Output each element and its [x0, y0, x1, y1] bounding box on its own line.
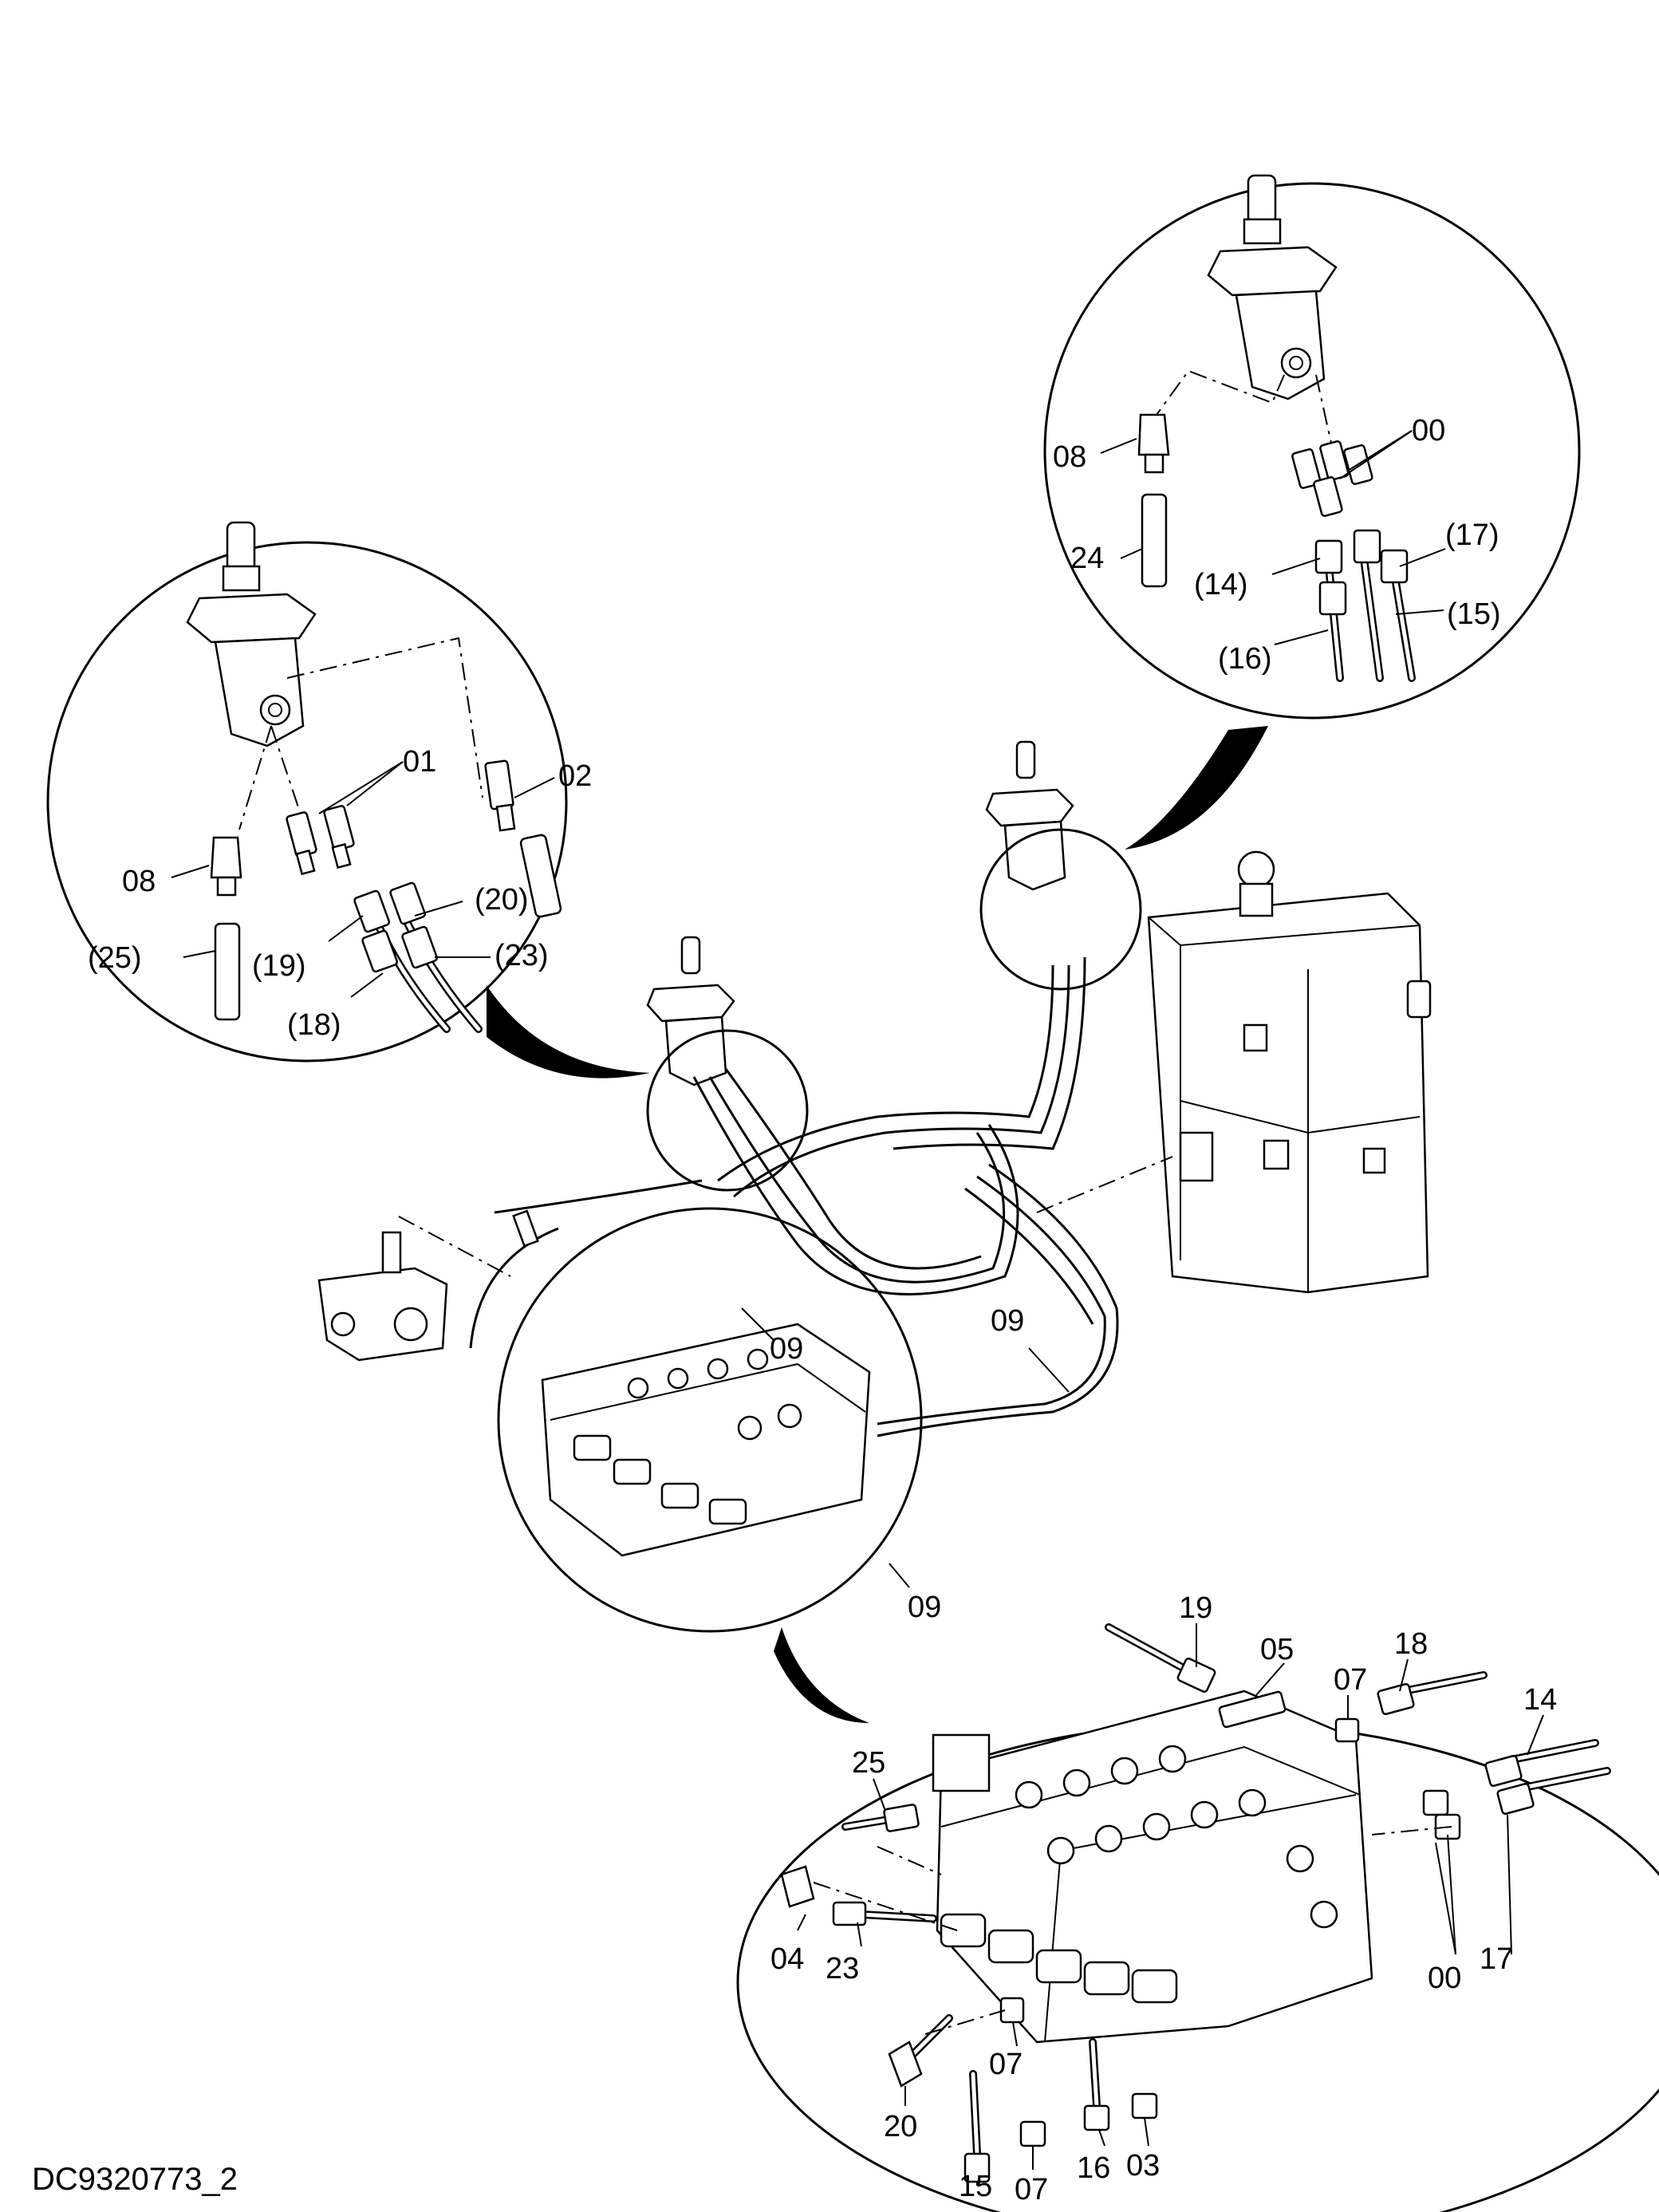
left-detail-circle: [46, 541, 568, 1063]
callout-label: 24: [1070, 542, 1104, 575]
callout-label: 08: [1053, 440, 1086, 474]
right-detail-callouts: 08 00 24 (17) (14) (15) (16): [1053, 414, 1501, 676]
left-detail-callouts: 01 02 08 (25) (19) (20) (23) (18): [88, 745, 592, 1042]
left-hoses: [353, 881, 483, 1033]
callout-label: 04: [770, 1942, 804, 1976]
callout-label: 09: [991, 1304, 1024, 1338]
callout-label: 16: [1077, 2151, 1110, 2185]
callout-label: 18: [1394, 1627, 1428, 1661]
main-right-zoom-circle: [979, 828, 1142, 991]
callout-label: 02: [558, 759, 592, 793]
callout-label: (23): [495, 939, 549, 972]
left-hose-25: [214, 922, 241, 1021]
main-left-zoom-circle: [646, 1029, 809, 1192]
callout-label: 08: [122, 865, 156, 898]
main-control-valve: [541, 1323, 871, 1557]
right-joystick-icon: [1207, 174, 1338, 400]
callout-label: 14: [1523, 1683, 1557, 1717]
right-joystick-detail: [1043, 174, 1581, 850]
callout-label: (14): [1194, 568, 1248, 601]
main-left-joystick: [646, 936, 735, 1086]
pilot-hose-bundle: [398, 956, 1173, 1437]
right-detail-pointer: [1125, 726, 1268, 850]
main-right-joystick: [985, 740, 1074, 891]
right-detail-circle: [1043, 182, 1581, 720]
callout-label: 00: [1428, 1962, 1461, 1995]
callout-label: 01: [403, 745, 436, 779]
hydraulic-tank: [1147, 850, 1432, 1294]
shuttle-valve-block: [317, 1209, 539, 1362]
callout-label: (18): [287, 1008, 341, 1042]
right-fittings-00: [1291, 440, 1373, 517]
callout-label: 17: [1480, 1942, 1513, 1976]
left-fittings-01: [286, 805, 355, 876]
callout-label: 23: [826, 1952, 859, 1985]
callout-label: (25): [88, 941, 142, 975]
right-fitting-08: [1137, 413, 1170, 456]
callout-label: 07: [1334, 1663, 1367, 1697]
callout-label: (15): [1447, 597, 1501, 631]
detail-leader-lines: [797, 1623, 1544, 2186]
callout-label: (16): [1218, 642, 1272, 676]
left-fitting-02: [484, 759, 562, 918]
callout-label: 03: [1126, 2149, 1160, 2182]
callout-label: 05: [1260, 1633, 1294, 1666]
callout-label: 07: [989, 2048, 1023, 2081]
callout-label: (17): [1445, 518, 1499, 552]
callout-label: 15: [959, 2170, 992, 2203]
callout-label: 19: [1179, 1591, 1212, 1625]
callout-label: (20): [475, 883, 529, 917]
right-hose-24: [1141, 493, 1168, 588]
detail-hoses: [780, 1623, 1611, 2183]
callout-label: 07: [1015, 2173, 1048, 2206]
callout-label: 09: [770, 1332, 803, 1366]
main-assembly: [317, 740, 1432, 1723]
document-id: DC9320773_2: [32, 2162, 238, 2197]
detail-control-valve: [932, 1690, 1373, 2044]
right-hoses: [1314, 529, 1416, 682]
callout-label: 25: [852, 1746, 885, 1780]
left-joystick-detail: [46, 521, 650, 1078]
left-joystick-icon: [186, 521, 317, 747]
control-valve-detail: [736, 1623, 1659, 2212]
callout-label: (19): [252, 949, 306, 983]
control-valve-pointer: [774, 1627, 869, 1723]
main-control-valve-zoom-circle: [497, 1207, 923, 1633]
callout-label: 09: [908, 1591, 941, 1624]
left-detail-pointer: [487, 985, 650, 1078]
main-view-callouts: 09 09 09: [770, 1304, 1024, 1624]
valve-detail-callouts: 19 05 07 18 14 25 04 23 00 17 07 20 07 1…: [770, 1591, 1557, 2206]
callout-label: 00: [1412, 414, 1445, 448]
callout-label: 20: [884, 2110, 917, 2143]
left-fitting-08: [210, 836, 242, 897]
